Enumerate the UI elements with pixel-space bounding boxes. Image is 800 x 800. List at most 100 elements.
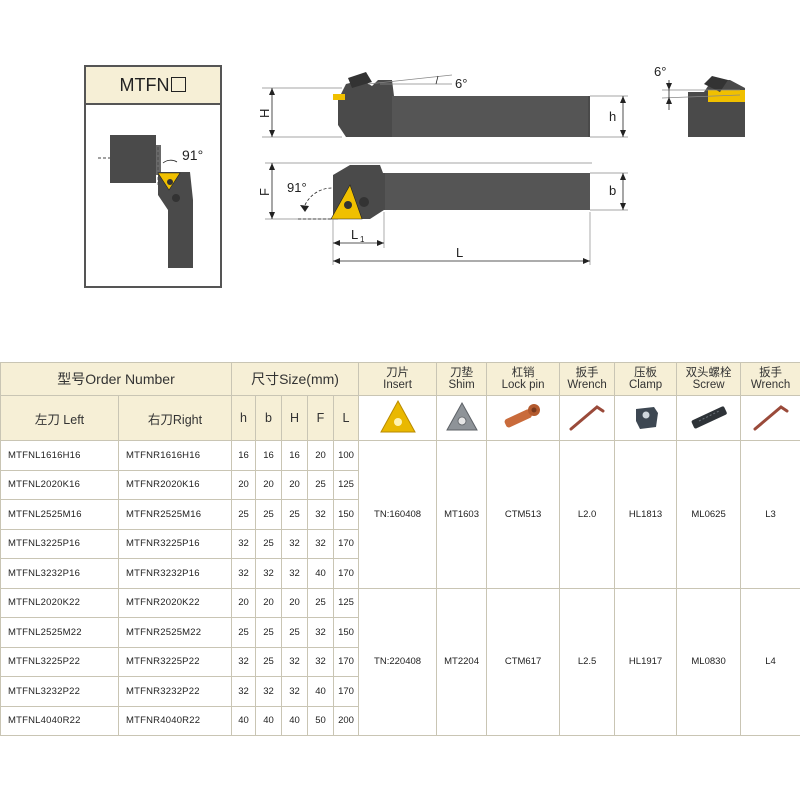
mtfn-detail-box: MTFN — [84, 65, 222, 288]
header-clamp-cn: 压板 — [634, 367, 658, 379]
table-row: MTFNL4040R22 MTFNR4040R22 40 40 40 50 20… — [0, 705, 800, 736]
group2-lock-pin: CTM617 — [486, 587, 561, 736]
left-model: MTFNL2525M22 — [0, 617, 119, 648]
hex-wrench-icon — [569, 404, 605, 430]
cell-F: 50 — [307, 705, 334, 736]
dim-L1-top: L — [351, 227, 358, 242]
angle-label-top: 6° — [455, 76, 467, 91]
cell-F: 32 — [307, 528, 334, 559]
left-model: MTFNL3225P16 — [0, 528, 119, 559]
triangle-insert-icon — [379, 399, 416, 432]
cell-F: 25 — [307, 587, 334, 618]
cell-L: 170 — [332, 646, 360, 677]
cell-b: 25 — [255, 617, 282, 648]
wrench-picture — [559, 395, 616, 441]
detail-top-view: 91° — [98, 135, 203, 268]
cell-F: 32 — [307, 617, 334, 648]
wrench2-picture — [740, 395, 800, 441]
header-right: 右刀Right — [118, 395, 232, 441]
header-b: b — [255, 395, 282, 441]
drawing-svg: 91° H 6° h — [98, 64, 745, 268]
cell-h: 20 — [231, 587, 256, 618]
cell-b: 16 — [255, 440, 282, 471]
group1-wrench2: L3 — [740, 440, 800, 589]
left-model: MTFNL3225P22 — [0, 646, 119, 677]
table-row: MTFNL2020K16 MTFNR2020K16 20 20 20 25 12… — [0, 469, 800, 500]
cell-H: 32 — [281, 558, 308, 589]
header-clamp-en: Clamp — [628, 379, 663, 391]
group1-lock-pin: CTM513 — [486, 440, 561, 589]
cell-h: 16 — [231, 440, 256, 471]
side-view: H 6° h — [257, 72, 628, 138]
cell-F: 40 — [307, 676, 334, 707]
variant-square-icon — [171, 77, 187, 92]
cell-L: 170 — [332, 676, 360, 707]
group2-shim: MT2204 — [436, 587, 488, 736]
lock-pin-picture — [486, 395, 561, 441]
header-screw-cn: 双头螺栓 — [685, 367, 732, 379]
header-shim-en: Shim — [448, 379, 475, 391]
left-model: MTFNL1616H16 — [0, 440, 119, 471]
clamp-icon — [635, 406, 658, 429]
right-model: MTFNR2525M22 — [118, 617, 232, 648]
table-row: MTFNL2525M22 MTFNR2525M22 25 25 25 32 15… — [0, 617, 800, 648]
cell-H: 16 — [281, 440, 308, 471]
cell-H: 25 — [281, 617, 308, 648]
cell-H: 20 — [281, 469, 308, 500]
table-row: MTFNL3232P22 MTFNR3232P22 32 32 32 40 17… — [0, 676, 800, 707]
tool-drawing: MTFN 91° H — [0, 0, 800, 310]
cell-L: 150 — [332, 617, 360, 648]
cell-b: 32 — [255, 676, 282, 707]
angle-label-small: 91° — [182, 147, 203, 163]
cell-F: 25 — [307, 469, 334, 500]
shim-picture — [436, 395, 488, 441]
header-insert-en: Insert — [383, 379, 412, 391]
header-wrench2-cn: 扳手 — [759, 367, 783, 379]
table-row: MTFNL3225P16 MTFNR3225P16 32 25 32 32 17… — [0, 528, 800, 559]
group2-insert: TN:220408 — [358, 587, 438, 736]
cell-h: 32 — [231, 528, 256, 559]
header-left: 左刀 Left — [0, 395, 119, 441]
header-lockpin-cn: 杠销 — [511, 367, 535, 379]
right-model: MTFNR2020K22 — [118, 587, 232, 618]
group1-wrench: L2.0 — [559, 440, 616, 589]
cell-b: 20 — [255, 587, 282, 618]
group2-wrench: L2.5 — [559, 587, 616, 736]
header-shim-cn: 刀垫 — [450, 367, 474, 379]
group1-insert: TN:160408 — [358, 440, 438, 589]
mtfn-title-text: MTFN — [119, 75, 170, 95]
header-insert-cn: 刀片 — [386, 367, 410, 379]
lock-pin-icon — [504, 403, 541, 427]
cell-h: 40 — [231, 705, 256, 736]
cell-F: 20 — [307, 440, 334, 471]
cell-L: 100 — [332, 440, 360, 471]
dim-L1-subscript: 1 — [360, 235, 365, 244]
cell-L: 150 — [332, 499, 360, 530]
cell-H: 32 — [281, 528, 308, 559]
insert-picture — [358, 395, 438, 441]
cell-L: 125 — [332, 587, 360, 618]
left-model: MTFNL2525M16 — [0, 499, 119, 530]
cell-b: 25 — [255, 499, 282, 530]
cell-H: 32 — [281, 676, 308, 707]
group1-shim: MT1603 — [436, 440, 488, 589]
header-L: L — [332, 395, 360, 441]
double-screw-icon — [691, 405, 727, 428]
header-wrench2-en: Wrench — [750, 379, 791, 391]
right-model: MTFNR3225P22 — [118, 646, 232, 677]
table-row: MTFNL3225P22 MTFNR3225P22 32 25 32 32 17… — [0, 646, 800, 677]
cell-L: 125 — [332, 469, 360, 500]
cell-L: 170 — [332, 528, 360, 559]
end-view: 6° — [654, 64, 745, 137]
header-h: h — [231, 395, 256, 441]
mtfn-box-title: MTFN — [86, 67, 220, 105]
right-model: MTFNR3225P16 — [118, 528, 232, 559]
header-F: F — [307, 395, 334, 441]
cell-F: 40 — [307, 558, 334, 589]
right-model: MTFNR3232P22 — [118, 676, 232, 707]
left-model: MTFNL2020K16 — [0, 469, 119, 500]
